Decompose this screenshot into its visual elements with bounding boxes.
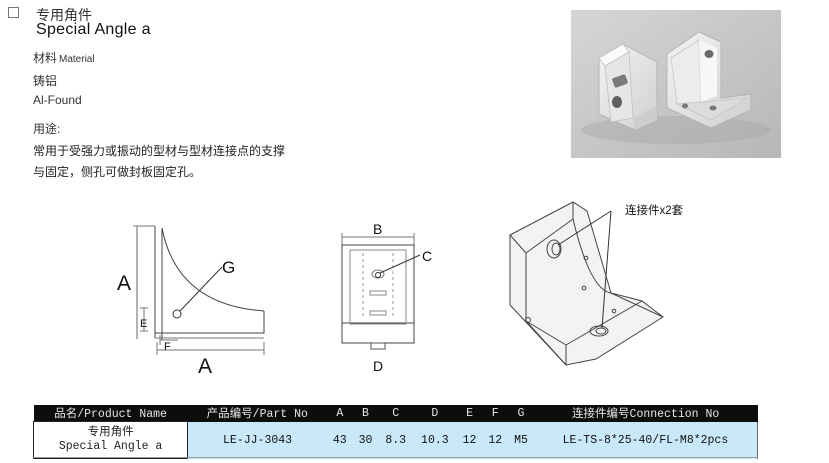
cell-c: 8.3	[378, 421, 414, 459]
usage-label: 用途:	[33, 122, 61, 136]
dimension-label-a-horizontal: A	[198, 355, 212, 378]
cell-a: 43	[326, 421, 353, 459]
isometric-view-drawing	[509, 201, 664, 366]
cell-part-no: LE-JJ-3043	[187, 421, 327, 459]
product-name-en: Special Angle a	[58, 440, 163, 453]
header-connection-no: 连接件编号Connection No	[533, 405, 758, 422]
cell-f: 12	[482, 421, 509, 459]
table-bottom-divider	[33, 457, 758, 458]
header-c: C	[378, 405, 414, 422]
product-title-en: Special Angle a	[36, 21, 151, 38]
product-name-cn: 专用角件	[87, 426, 134, 439]
side-view-drawing	[133, 225, 265, 355]
product-title-cn: 专用角件	[36, 7, 92, 23]
checkbox[interactable]	[8, 7, 19, 18]
cell-b: 30	[352, 421, 379, 459]
material-value-cn: 铸铝	[33, 74, 58, 88]
left-bracket-illustration	[598, 43, 658, 131]
cell-d: 10.3	[413, 421, 457, 459]
spec-table: 品名/Product Name 产品编号/Part No A B C D E F…	[32, 405, 758, 459]
front-view-drawing	[341, 233, 421, 350]
header-e: E	[456, 405, 483, 422]
header-d: D	[413, 405, 457, 422]
dimension-label-b: B	[373, 221, 382, 237]
dimension-label-c: C	[422, 248, 432, 264]
cell-connection-no: LE-TS-8*25-40/FL-M8*2pcs	[533, 421, 758, 459]
header-a: A	[326, 405, 353, 422]
header-part-no: 产品编号/Part No	[187, 405, 327, 422]
header-g: G	[508, 405, 534, 422]
dimension-label-e: E	[140, 318, 147, 330]
dimension-label-a-vertical: A	[117, 272, 131, 295]
material-label-cn: 材料	[33, 51, 58, 65]
usage-description-line2: 与固定，侧孔可做封板固定孔。	[33, 165, 202, 179]
header-product-name: 品名/Product Name	[33, 405, 188, 422]
dimension-label-d: D	[373, 358, 383, 374]
table-header-row: 品名/Product Name 产品编号/Part No A B C D E F…	[33, 405, 758, 422]
right-bracket-illustration	[666, 31, 752, 129]
header-b: B	[352, 405, 379, 422]
product-photo	[571, 10, 781, 158]
callout-connector-x2: 连接件x2套	[625, 203, 684, 217]
dimension-label-f: F	[164, 341, 171, 353]
header-f: F	[482, 405, 509, 422]
usage-description-line1: 常用于受强力或振动的型材与型材连接点的支撑	[33, 144, 286, 158]
material-label-en: Material	[59, 54, 95, 65]
technical-drawings: A A E F G B C D	[117, 201, 684, 378]
dimension-label-g: G	[222, 258, 235, 277]
material-value-en: Al-Found	[33, 93, 82, 107]
cell-e: 12	[456, 421, 483, 459]
cell-g: M5	[508, 421, 534, 459]
